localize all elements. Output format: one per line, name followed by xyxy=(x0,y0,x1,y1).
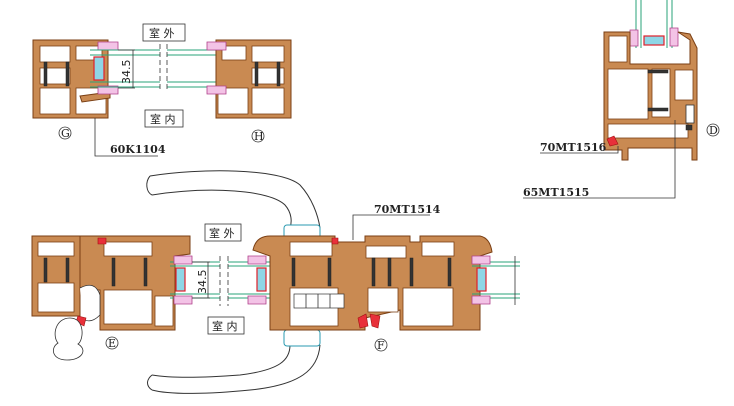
part-code-60k1104: 60K1104 xyxy=(110,143,166,156)
section-e-profile xyxy=(31,235,191,331)
part-code-70mt1514: 70MT1514 xyxy=(374,203,441,216)
inside-label-top: 室 内 xyxy=(144,109,184,128)
leader-65mt1515 xyxy=(523,120,676,199)
leader-70mt1516 xyxy=(540,146,619,154)
marker-g: G xyxy=(61,127,70,140)
marker-e: E xyxy=(108,337,116,350)
section-d-glass xyxy=(629,0,679,48)
section-h-profile xyxy=(206,39,292,119)
svg-text:室 外: 室 外 xyxy=(149,26,175,40)
marker-f: F xyxy=(377,339,385,352)
marker-h: H xyxy=(254,130,264,143)
keyhole-icon xyxy=(52,317,84,361)
outside-label-top: 室 外 xyxy=(142,23,186,42)
glass-unit-bottom-left xyxy=(170,255,270,306)
door-handle xyxy=(146,170,321,394)
dimension-marker-top: 34.5 xyxy=(118,49,135,89)
dimension-label: 34.5 xyxy=(120,60,133,85)
marker-circle-f xyxy=(374,338,388,352)
section-d-profile xyxy=(603,31,698,161)
inside-label-bottom: 室 内 xyxy=(207,316,245,335)
dimension-marker-bottom: 34.5 xyxy=(192,261,210,299)
marker-circle-h xyxy=(251,129,265,143)
marker-circle-e xyxy=(105,336,119,350)
svg-text:室 外: 室 外 xyxy=(209,226,235,240)
leader-70mt1514 xyxy=(352,214,430,240)
outside-label-bottom: 室 外 xyxy=(204,223,242,242)
dimension-label-bottom: 34.5 xyxy=(196,270,209,295)
part-code-70mt1516: 70MT1516 xyxy=(540,141,607,154)
marker-d: D xyxy=(709,124,718,137)
section-f-profile xyxy=(252,235,493,331)
leader-60k1104 xyxy=(94,118,158,157)
marker-circle-d xyxy=(706,123,720,137)
svg-text:室 内: 室 内 xyxy=(212,319,238,333)
part-code-65mt1515: 65MT1515 xyxy=(523,186,589,199)
glass-unit-top xyxy=(90,44,235,92)
glass-unit-bottom-right xyxy=(471,255,520,305)
svg-text:室 内: 室 内 xyxy=(150,112,176,126)
marker-circle-g xyxy=(58,126,72,140)
